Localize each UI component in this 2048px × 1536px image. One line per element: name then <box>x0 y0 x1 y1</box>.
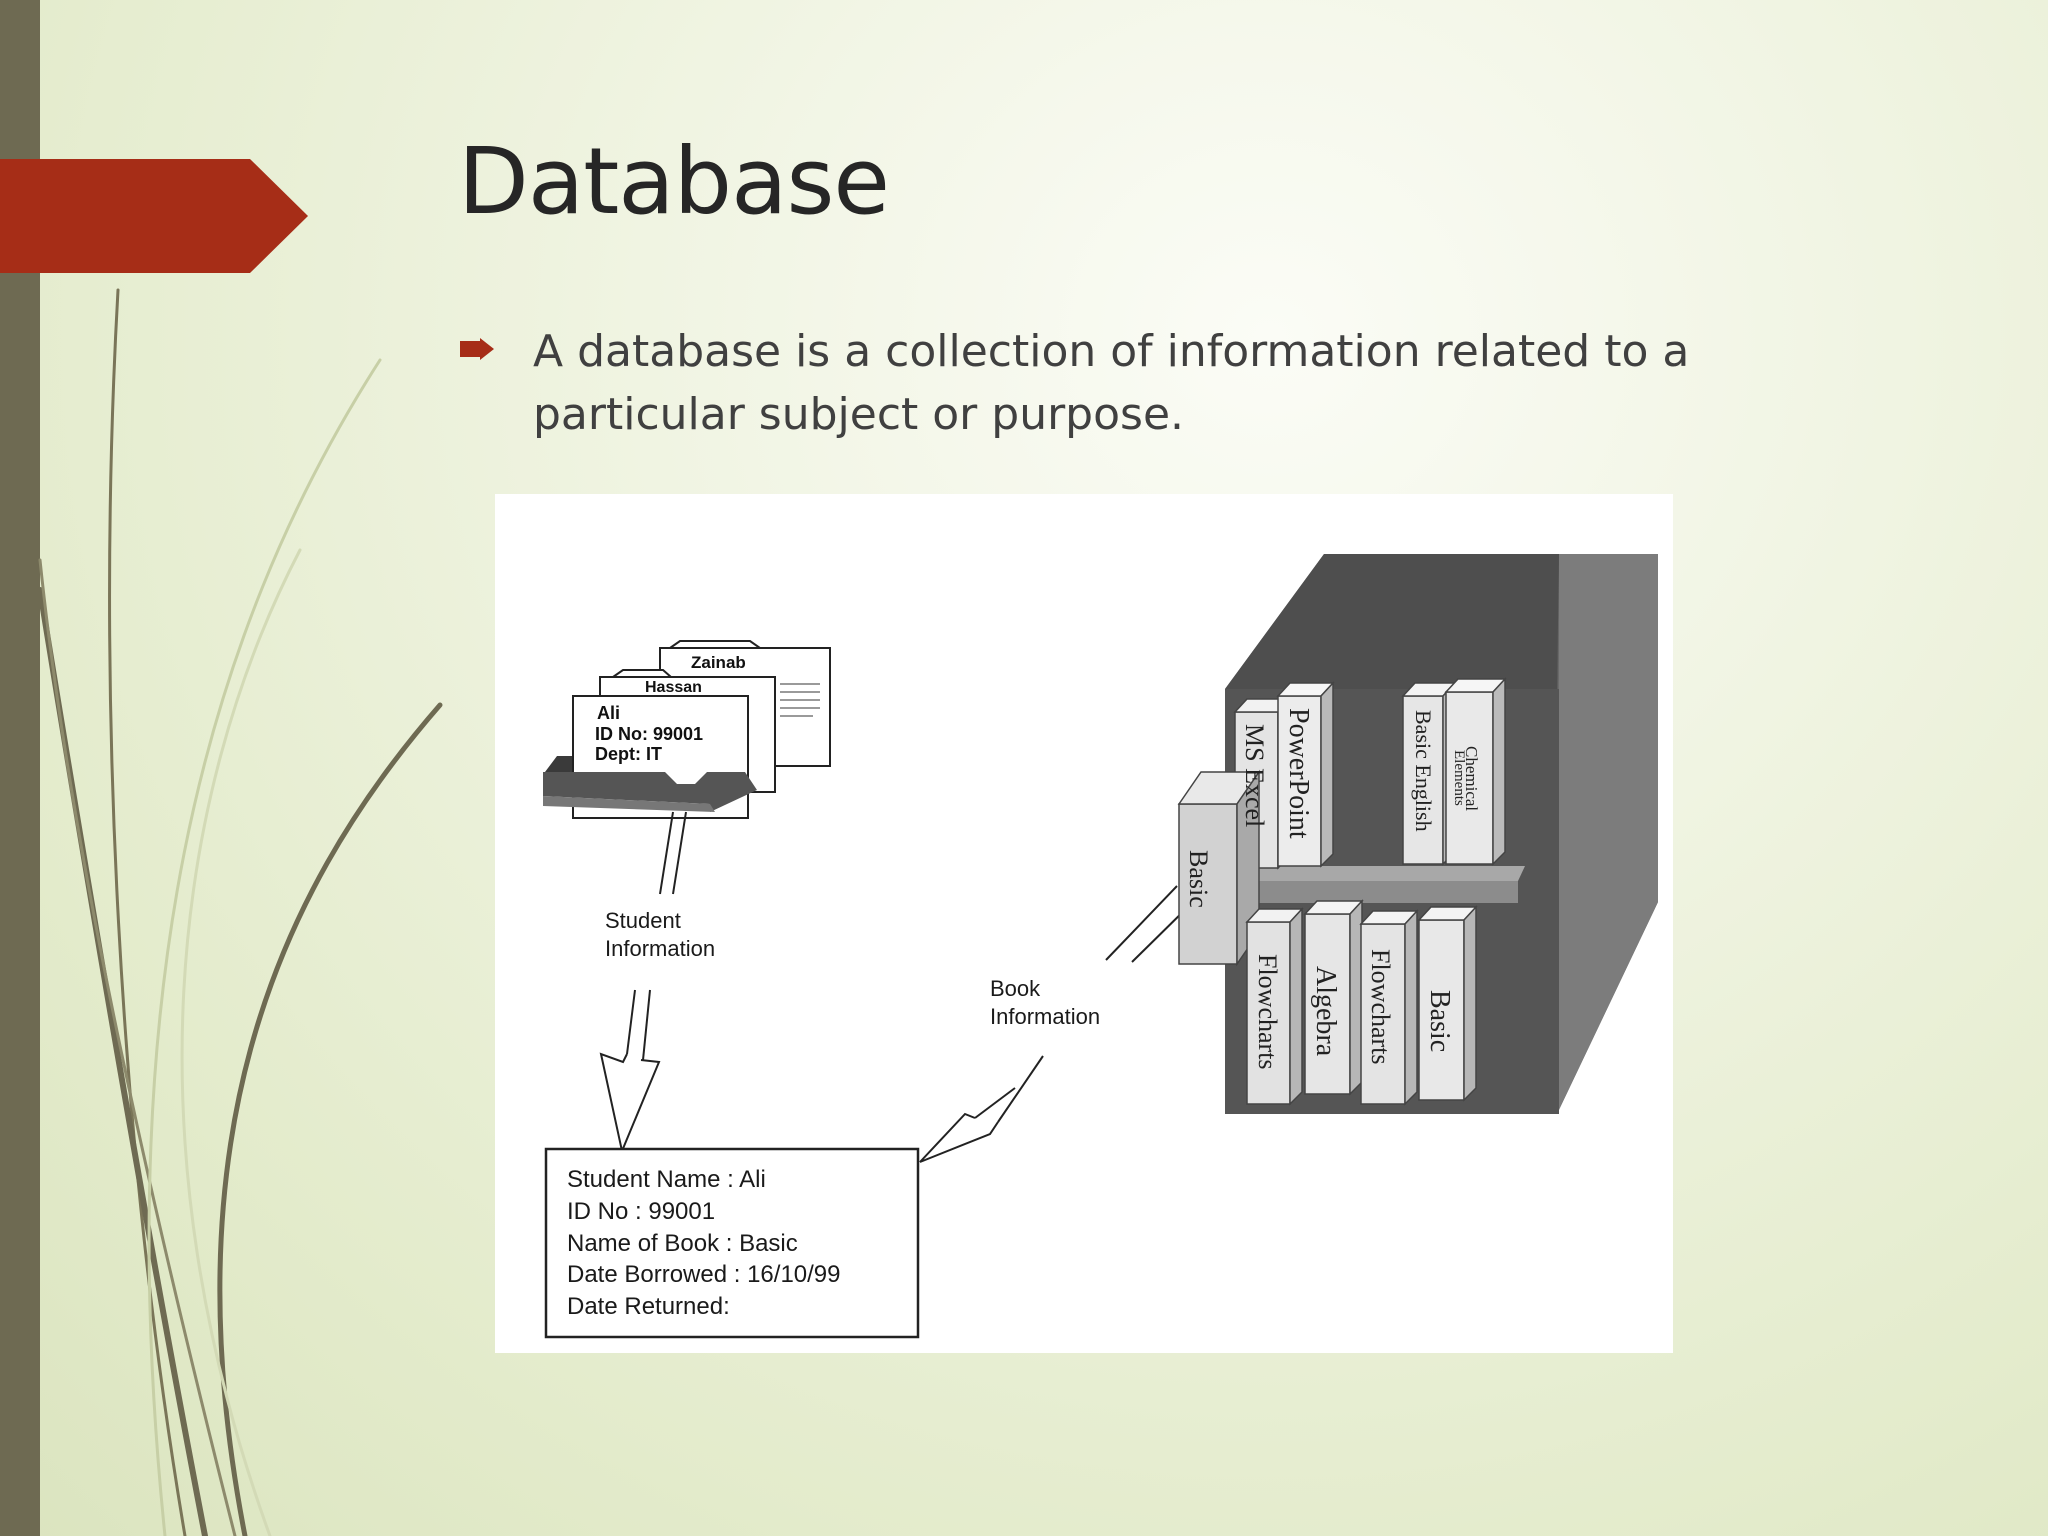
arrow-right-bullet-icon <box>460 338 494 360</box>
record-line-4: Date Borrowed : 16/10/99 <box>567 1261 841 1288</box>
card-middle-label: Hassan <box>645 679 702 696</box>
book-basic-english: Basic English <box>1411 710 1436 832</box>
book-flowcharts-1: Flowcharts <box>1253 954 1282 1070</box>
book-powerpoint: PowerPoint <box>1283 708 1314 839</box>
book-ms-excel: MS Excel <box>1240 724 1269 827</box>
bookshelf: MS Excel PowerPoint Basic English Chemic… <box>1177 554 1658 1114</box>
card-file: Zainab Hassan Ali ID No: 99001 Dept: IT <box>543 640 831 819</box>
record-line-5: Date Returned: <box>567 1293 730 1320</box>
card-front-id: ID No: 99001 <box>595 724 703 744</box>
book-basic: Basic <box>1424 990 1455 1052</box>
book-info-label-line1: Book <box>990 976 1041 1001</box>
book-algebra: Algebra <box>1310 966 1341 1057</box>
card-front-dept: Dept: IT <box>595 744 662 764</box>
book-chemical: Chemical <box>1462 746 1481 811</box>
card-front-name: Ali <box>597 703 620 723</box>
card-back-label: Zainab <box>691 653 746 672</box>
book-info-label-line2: Information <box>990 1004 1100 1029</box>
book-flowcharts-2: Flowcharts <box>1366 949 1395 1065</box>
book-elements: Elements <box>1451 750 1467 806</box>
book-basic-pulled: Basic <box>1184 850 1213 908</box>
student-info-arrow <box>599 811 687 1155</box>
record-line-1: Student Name : Ali <box>567 1166 766 1193</box>
student-info-label-line2: Information <box>605 936 715 961</box>
record-line-3: Name of Book : Basic <box>567 1230 798 1257</box>
title-accent-tab <box>0 159 308 273</box>
slide-title: Database <box>458 128 890 235</box>
bullet-text: A database is a collection of informatio… <box>533 326 1690 440</box>
decorative-curves <box>37 288 443 1536</box>
student-info-label-line1: Student <box>605 908 681 933</box>
record-line-2: ID No : 99001 <box>567 1198 715 1225</box>
database-illustration: Zainab Hassan Ali ID No: 99001 Dept: IT <box>495 494 1673 1353</box>
record-box <box>544 1147 920 1339</box>
